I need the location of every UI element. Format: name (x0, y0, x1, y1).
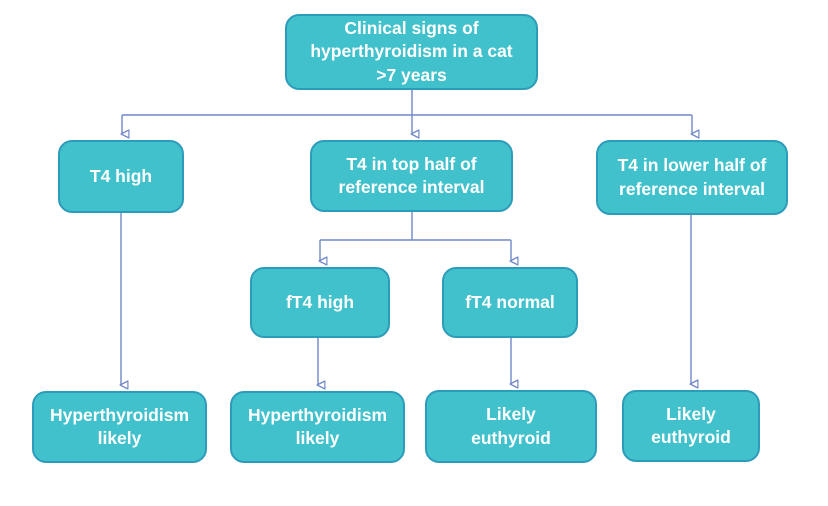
node-likely-euthyroid-right: Likely euthyroid (622, 390, 760, 462)
node-likely-euthyroid-mid: Likely euthyroid (425, 390, 597, 463)
node-hyperthyroidism-likely-left: Hyperthyroidism likely (32, 391, 207, 463)
node-t4-top-half: T4 in top half of reference interval (310, 140, 513, 212)
node-ft4-normal: fT4 normal (442, 267, 578, 338)
node-ft4-high: fT4 high (250, 267, 390, 338)
node-clinical-signs: Clinical signs of hyperthyroidism in a c… (285, 14, 538, 90)
node-t4-high: T4 high (58, 140, 184, 213)
node-t4-lower-half: T4 in lower half of reference interval (596, 140, 788, 215)
node-hyperthyroidism-likely-mid: Hyperthyroidism likely (230, 391, 405, 463)
